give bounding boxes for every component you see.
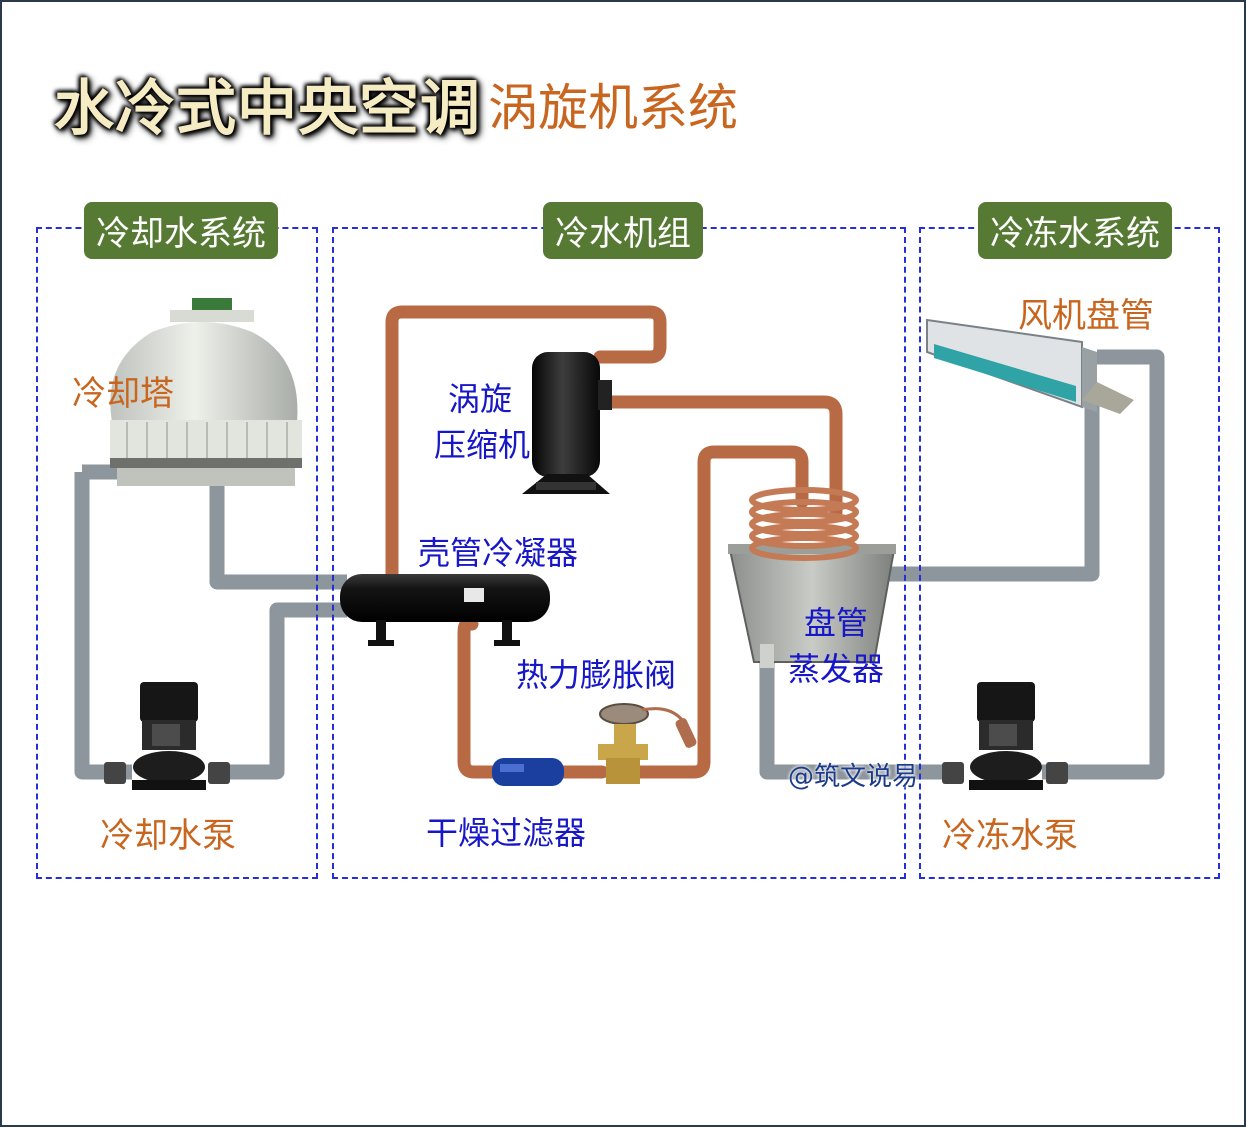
label-cooling-tower: 冷却塔	[72, 374, 174, 414]
zone-label-chiller: 冷水机组	[543, 202, 703, 259]
evaporator-inlet-pipe	[623, 445, 809, 779]
fan-coil-image	[926, 318, 1134, 414]
label-compressor-line1: 涡旋	[448, 380, 513, 418]
label-condenser: 壳管冷凝器	[418, 534, 579, 572]
chilled-pump-image	[942, 682, 1068, 790]
watermark: @筑文说易	[788, 762, 919, 792]
condenser-image	[340, 574, 550, 646]
cooling-tower-image	[110, 298, 302, 486]
label-fan-coil: 风机盘管	[1018, 296, 1154, 336]
zone-label-cooling-water: 冷却水系统	[84, 202, 278, 259]
coil-evaporator-image	[728, 487, 896, 668]
cooling-pump-image	[104, 682, 230, 790]
label-compressor-line2: 压缩机	[434, 426, 531, 464]
expansion-valve-image	[598, 703, 697, 784]
label-evaporator-line1: 盘管	[804, 604, 869, 642]
zone-label-chilled-water: 冷冻水系统	[978, 202, 1172, 259]
fancoil-return-pipe	[1042, 349, 1165, 780]
pump-to-evaporator-pipe	[759, 647, 952, 780]
title-sub: 涡旋机系统	[488, 79, 738, 137]
evaporator-to-fancoil-pipe	[882, 392, 1100, 582]
chilled-water-pipes	[759, 349, 1165, 780]
scroll-compressor-image	[522, 352, 612, 494]
refrigerant-pipes	[385, 305, 843, 779]
liquid-line-pipe	[457, 617, 509, 779]
label-filter-drier: 干燥过滤器	[426, 814, 587, 852]
zone-cooling-water	[36, 227, 318, 879]
label-evaporator-line2: 蒸发器	[788, 650, 885, 688]
suction-pipe	[585, 395, 843, 519]
discharge-pipe	[385, 305, 667, 584]
filter-drier-image	[492, 758, 564, 786]
label-cooling-pump: 冷却水泵	[100, 816, 236, 856]
cooling-return-pipe	[209, 457, 347, 590]
label-expansion-valve: 热力膨胀阀	[516, 656, 677, 694]
label-chilled-pump: 冷冻水泵	[942, 816, 1078, 856]
title-main: 水冷式中央空调	[54, 74, 481, 144]
cooling-pump-outlet-pipe	[217, 602, 347, 780]
